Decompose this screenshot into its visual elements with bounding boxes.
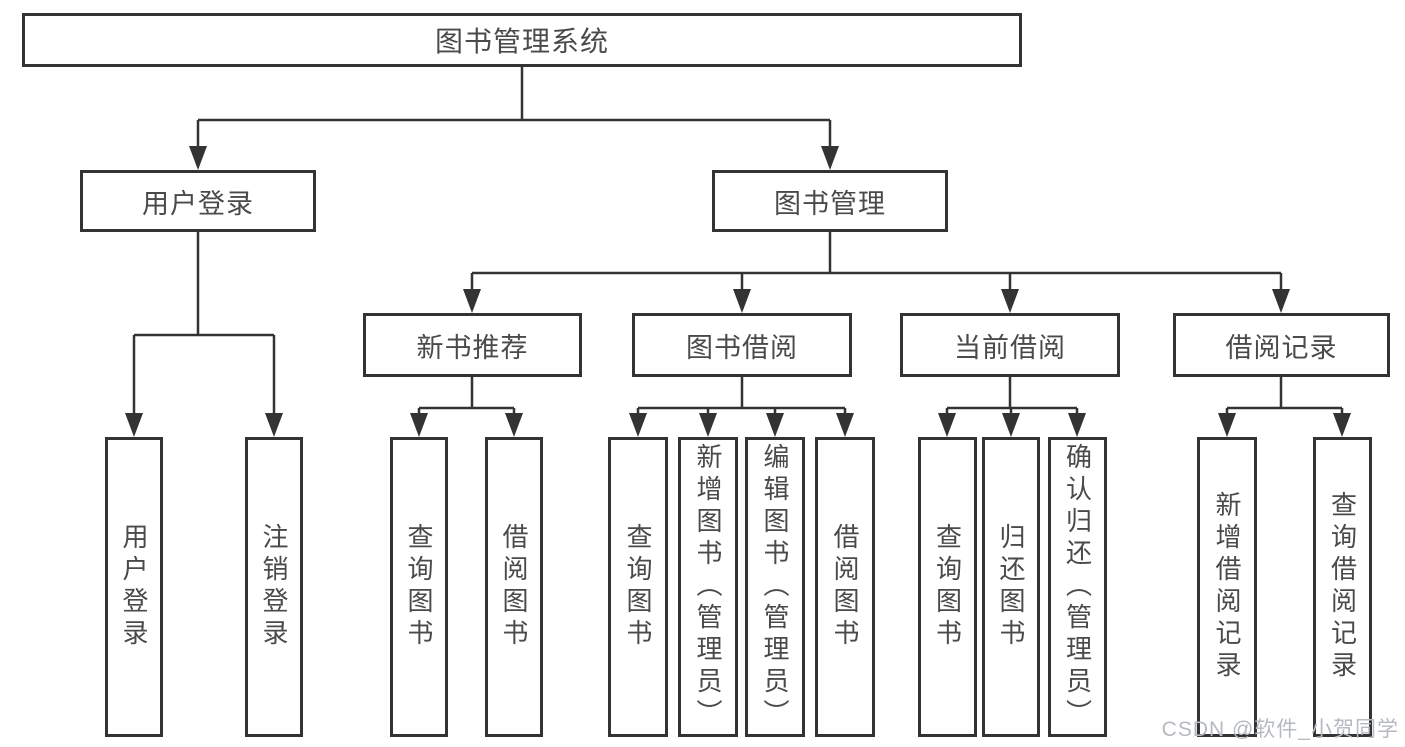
arrowheads xyxy=(125,146,1351,437)
connector-borrow xyxy=(636,377,847,418)
leaf-borrow-books: 借阅图书 xyxy=(815,437,875,737)
leaf-borrow-query-books: 查询图书 xyxy=(608,437,668,737)
leaf-newrec-borrow-books-label: 借阅图书 xyxy=(499,523,529,651)
node-user-login: 用户登录 xyxy=(80,170,316,232)
leaf-return-books-label: 归还图书 xyxy=(996,523,1026,651)
leaf-add-book-admin: 新增图书（管理员） xyxy=(678,437,738,737)
leaf-current-query-books-label: 查询图书 xyxy=(932,523,963,651)
leaf-newrec-borrow-books: 借阅图书 xyxy=(485,437,543,737)
leaf-logout-label: 注销登录 xyxy=(259,523,289,651)
leaf-add-book-admin-label: 新增图书（管理员） xyxy=(693,443,723,731)
leaf-borrow-query-books-label: 查询图书 xyxy=(623,523,653,651)
leaf-edit-book-admin: 编辑图书（管理员） xyxy=(745,437,805,737)
leaf-return-books: 归还图书 xyxy=(982,437,1040,737)
node-book-borrow: 图书借阅 xyxy=(632,313,852,377)
connector-root xyxy=(196,67,832,150)
connector-book-mgmt xyxy=(470,232,1283,294)
connector-current xyxy=(945,377,1079,418)
leaf-user-login: 用户登录 xyxy=(105,437,163,737)
leaf-newrec-query-books-label: 查询图书 xyxy=(404,523,434,651)
connector-user-login xyxy=(132,232,276,417)
leaf-newrec-query-books: 查询图书 xyxy=(390,437,448,737)
leaf-add-borrow-record: 新增借阅记录 xyxy=(1197,437,1257,737)
leaf-add-borrow-record-label: 新增借阅记录 xyxy=(1212,491,1242,683)
leaf-edit-book-admin-label: 编辑图书（管理员） xyxy=(760,443,790,731)
watermark: CSDN @软件_小贺同学 xyxy=(1161,718,1399,741)
leaf-borrow-books-label: 借阅图书 xyxy=(830,523,860,651)
connector-new-book xyxy=(417,377,516,418)
leaf-query-borrow-record-label: 查询借阅记录 xyxy=(1327,491,1358,683)
connector-records xyxy=(1225,377,1344,418)
node-borrow-records: 借阅记录 xyxy=(1173,313,1390,377)
leaf-query-borrow-record: 查询借阅记录 xyxy=(1313,437,1372,737)
node-book-management: 图书管理 xyxy=(712,170,948,232)
node-system-root: 图书管理系统 xyxy=(22,13,1022,67)
leaf-user-login-label: 用户登录 xyxy=(119,523,149,651)
node-new-book-recommend: 新书推荐 xyxy=(363,313,582,377)
leaf-current-query-books: 查询图书 xyxy=(918,437,977,737)
leaf-logout: 注销登录 xyxy=(245,437,303,737)
node-current-borrow: 当前借阅 xyxy=(900,313,1120,377)
leaf-confirm-return-admin-label: 确认归还（管理员） xyxy=(1062,443,1093,731)
leaf-confirm-return-admin: 确认归还（管理员） xyxy=(1048,437,1107,737)
